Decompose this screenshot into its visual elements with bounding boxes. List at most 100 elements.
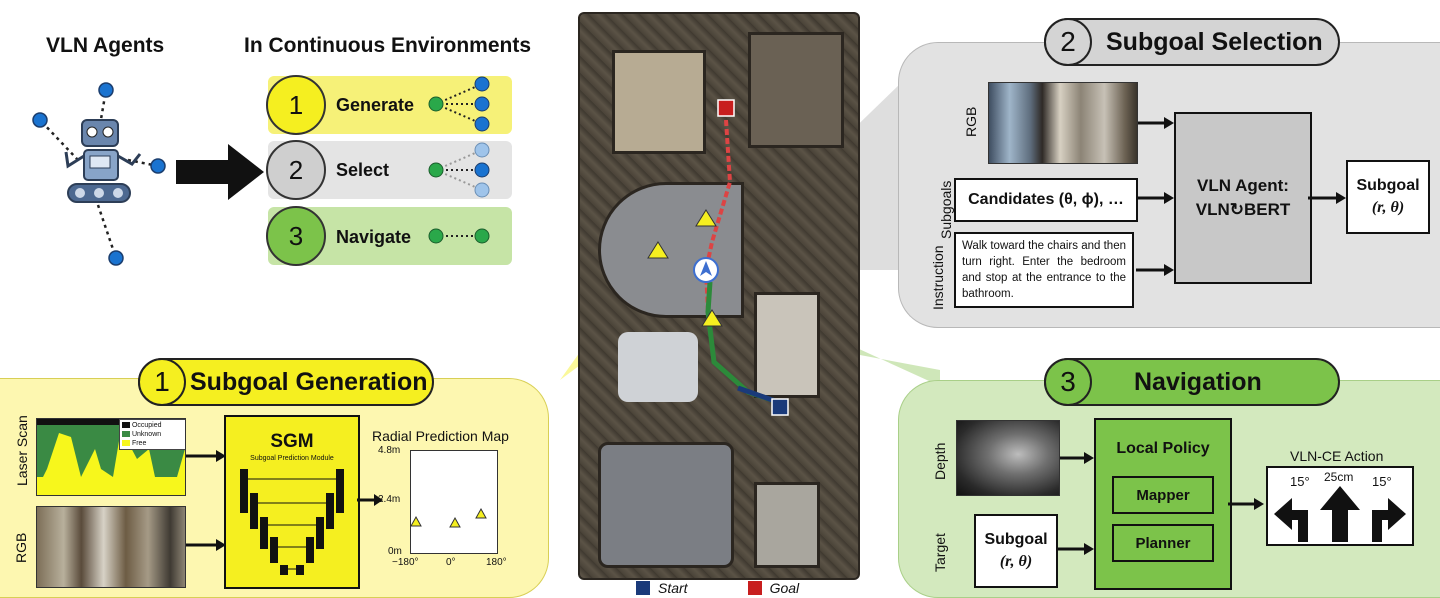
map-legend: Start Goal xyxy=(636,580,799,596)
legend-occupied-label: Occupied xyxy=(131,422,162,429)
subgoal-output-line1: Subgoal xyxy=(1356,177,1420,194)
step-label-navigate: Navigate xyxy=(336,227,412,247)
y-tick-0m: 0m xyxy=(388,546,402,557)
rgb-label-sel: RGB xyxy=(963,106,979,137)
action-label-left: 15° xyxy=(1290,474,1310,489)
subgoal-marker-3 xyxy=(701,309,723,327)
mapper-box: Mapper xyxy=(1112,476,1214,514)
arrow-rgb-to-sgm xyxy=(186,539,226,551)
legend-unknown: Unknown xyxy=(122,430,184,439)
action-label-right: 15° xyxy=(1372,474,1392,489)
step-number-1: 1 xyxy=(266,75,326,135)
legend-unknown-label: Unknown xyxy=(131,431,162,438)
step-number-3: 3 xyxy=(266,206,326,266)
section-number-3: 3 xyxy=(1044,358,1092,406)
forward-arrow-icon xyxy=(1320,486,1360,542)
radial-map-plot xyxy=(410,450,498,554)
vln-agent-line2: VLN↻BERT xyxy=(1195,200,1291,219)
radial-map-markers xyxy=(410,507,487,528)
arrow-instr-to-agent xyxy=(1136,264,1174,276)
map-room-bath xyxy=(754,292,820,398)
section-number-2: 2 xyxy=(1044,18,1092,66)
section-number-1: 1 xyxy=(138,358,186,406)
planner-box: Planner xyxy=(1112,524,1214,562)
vln-agents-title: VLN Agents xyxy=(46,34,165,57)
arrow-sgm-to-map xyxy=(357,494,383,506)
laser-scan-image: Occupied Unknown Free xyxy=(36,418,186,496)
start-legend-swatch xyxy=(636,581,650,595)
vln-agent-line1: VLN Agent: xyxy=(1197,176,1289,195)
subgoal-marker-2 xyxy=(647,241,669,259)
map-room-bedroom xyxy=(612,50,706,154)
subgoal-marker-1 xyxy=(695,209,717,227)
goal-legend-label: Goal xyxy=(769,580,800,596)
map-room-right-top xyxy=(748,32,844,148)
sgm-network-diagram xyxy=(240,469,344,575)
vln-ce-action-title: VLN-CE Action xyxy=(1290,448,1384,464)
action-box: 15° 25cm 15° xyxy=(1266,466,1414,546)
rgb-label-gen: RGB xyxy=(13,532,29,563)
subgoal-selection-header: 2 Subgoal Selection xyxy=(1044,18,1340,66)
arrow-target-to-policy xyxy=(1056,543,1094,555)
radial-map-title: Radial Prediction Map xyxy=(372,428,509,444)
right-arrow-icon xyxy=(176,144,264,200)
rgb-panorama-sel xyxy=(988,82,1138,164)
agent-path xyxy=(647,99,789,416)
instruction-text: Walk toward the chairs and then turn rig… xyxy=(962,240,1126,300)
planner-label: Planner xyxy=(1135,534,1191,552)
navigation-header: 3 Navigation xyxy=(1044,358,1340,406)
floor-plan-map xyxy=(578,12,860,580)
target-subgoal-line1: Subgoal xyxy=(984,531,1048,548)
rgb-panorama-gen xyxy=(36,506,186,588)
continuous-env-title: In Continuous Environments xyxy=(244,34,531,57)
local-policy-box: Local Policy Mapper Planner xyxy=(1094,418,1232,590)
mapper-label: Mapper xyxy=(1136,486,1190,504)
x-tick-minus-180: −180° xyxy=(392,557,419,568)
start-marker xyxy=(771,398,789,416)
turn-left-arrow-icon xyxy=(1274,498,1308,542)
map-room-bottom-right xyxy=(754,482,820,568)
subgoals-label: Subgoals xyxy=(938,180,954,239)
step-label-select: Select xyxy=(336,160,390,180)
sgm-module: SGM Subgoal Prediction Module xyxy=(224,415,360,589)
subgoal-generation-title: Subgoal Generation xyxy=(190,367,428,396)
candidates-box: Candidates (θ, ϕ), … xyxy=(954,178,1138,222)
arrow-policy-to-action xyxy=(1228,498,1264,510)
laser-scan-label: Laser Scan xyxy=(14,415,30,486)
sgm-title: SGM xyxy=(270,431,314,452)
start-legend-label: Start xyxy=(658,580,688,596)
navigation-title: Navigation xyxy=(1134,367,1262,396)
target-subgoal-box: Subgoal (r, θ) xyxy=(974,514,1058,588)
goal-marker xyxy=(717,99,735,117)
arrow-depth-to-policy xyxy=(1060,452,1094,464)
depth-label: Depth xyxy=(932,442,948,480)
step-graph-icons xyxy=(428,76,490,244)
step-number-2: 2 xyxy=(266,140,326,200)
legend-free-label: Free xyxy=(131,440,147,447)
arrow-rgb-to-agent xyxy=(1138,117,1174,129)
scan-legend: Occupied Unknown Free xyxy=(119,419,185,450)
arrow-agent-to-output xyxy=(1308,192,1346,204)
target-subgoal-line2: (r, θ) xyxy=(999,553,1033,570)
target-label: Target xyxy=(932,533,948,572)
action-label-forward: 25cm xyxy=(1324,470,1354,484)
subgoal-output-line2: (r, θ) xyxy=(1371,199,1405,216)
instruction-label: Instruction xyxy=(930,245,946,310)
goal-legend-swatch xyxy=(747,581,762,595)
instruction-box: Walk toward the chairs and then turn rig… xyxy=(954,232,1134,308)
subgoal-generation-header: 1 Subgoal Generation xyxy=(138,358,434,406)
subgoal-selection-title: Subgoal Selection xyxy=(1106,27,1323,56)
turn-right-arrow-icon xyxy=(1372,498,1406,542)
robot-icon xyxy=(32,82,166,266)
x-tick-0: 0° xyxy=(446,557,456,568)
vln-agent-box: VLN Agent: VLN↻BERT xyxy=(1174,112,1312,284)
legend-free: Free xyxy=(122,439,184,448)
legend-occupied: Occupied xyxy=(122,421,184,430)
step-label-generate: Generate xyxy=(336,95,415,115)
candidates-text: Candidates (θ, ϕ), … xyxy=(968,191,1124,208)
map-room-dining xyxy=(618,332,698,402)
arrow-scan-to-sgm xyxy=(186,450,226,462)
map-room-bottom xyxy=(598,442,734,568)
x-tick-180: 180° xyxy=(486,557,507,568)
subgoal-output-box: Subgoal (r, θ) xyxy=(1346,160,1430,234)
